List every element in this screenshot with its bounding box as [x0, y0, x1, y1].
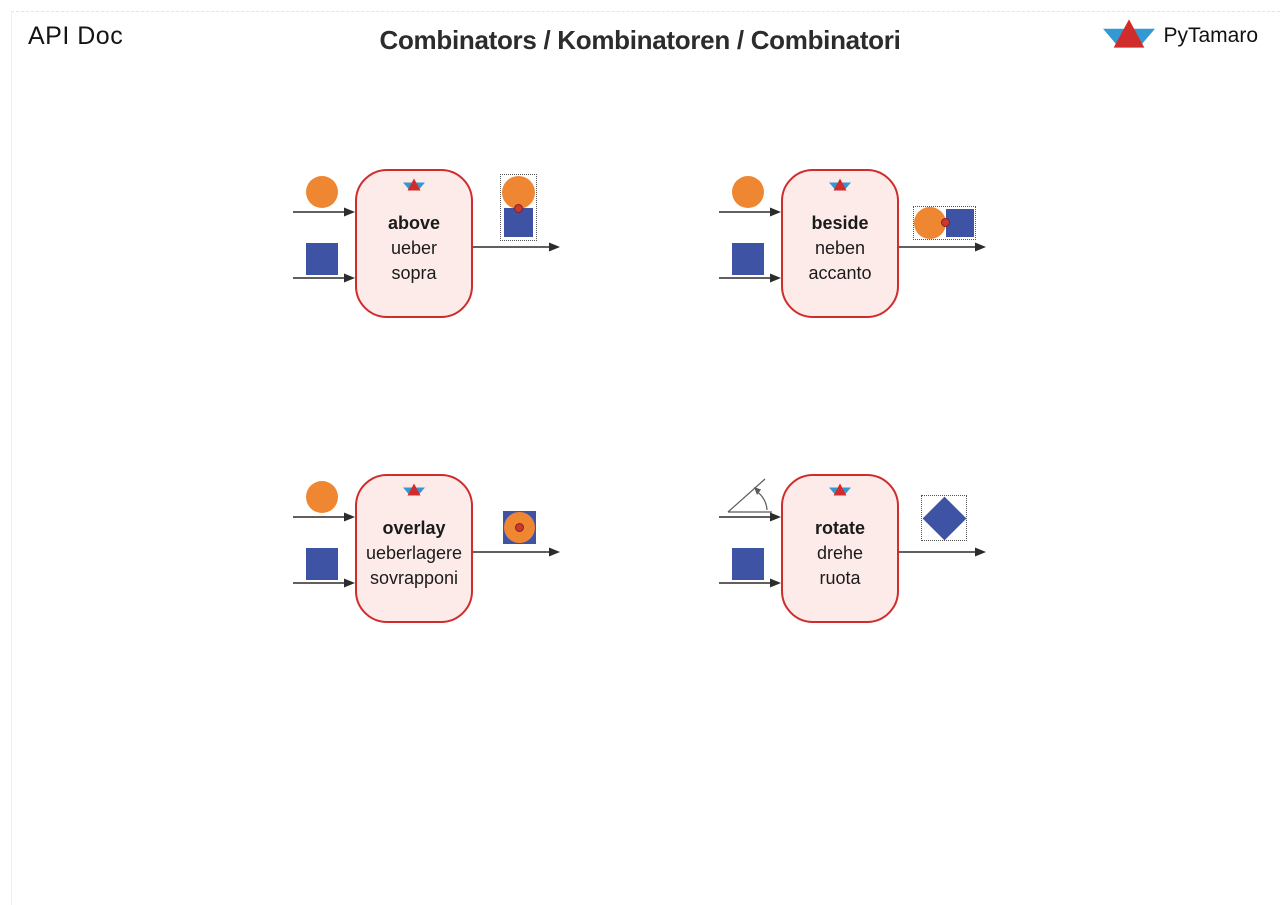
input-arrowhead-2 [770, 578, 781, 588]
input-arrowhead-1 [344, 512, 355, 522]
function-name-en: beside [811, 213, 869, 233]
page-frame [11, 11, 1280, 905]
flow-arrows [719, 478, 986, 588]
input-square [306, 548, 338, 580]
function-box-beside: beside neben accanto [781, 169, 899, 318]
function-box-overlay: overlay ueberlagere sovrapponi [355, 474, 473, 623]
page-title: Combinators / Kombinatoren / Combinatori [379, 25, 901, 55]
result-preview-overlay [503, 511, 536, 544]
brand: PyTamaro [1103, 18, 1258, 54]
angle-icon [727, 478, 772, 513]
function-box-above: above ueber sopra [355, 169, 473, 318]
pytamaro-boat-icon [1103, 18, 1156, 54]
function-box-rotate: rotate drehe ruota [781, 474, 899, 623]
output-arrowhead [549, 547, 560, 557]
input-square [732, 243, 764, 275]
pytamaro-boat-icon [403, 483, 425, 501]
input-arrowhead-1 [770, 207, 781, 217]
function-name-en: rotate [814, 518, 865, 538]
pytamaro-boat-icon [829, 178, 851, 196]
function-labels: overlay ueberlagere sovrapponi [357, 516, 471, 591]
function-name-it: accanto [808, 263, 872, 283]
pytamaro-boat-icon [403, 178, 425, 196]
function-labels: above ueber sopra [357, 211, 471, 286]
combinator-block-rotate: rotate drehe ruota [719, 465, 1009, 635]
flow-arrows [293, 207, 560, 283]
function-name-en: above [387, 213, 441, 233]
function-labels: beside neben accanto [783, 211, 897, 286]
flow-arrows [719, 207, 986, 283]
combinator-block-above: above ueber sopra [293, 160, 583, 330]
output-arrowhead [549, 242, 560, 252]
output-arrowhead [975, 242, 986, 252]
function-name-de: drehe [816, 543, 864, 563]
function-name-de: ueberlagere [365, 543, 463, 563]
input-square [732, 548, 764, 580]
result-square [946, 209, 974, 237]
combinator-block-overlay: overlay ueberlagere sovrapponi [293, 465, 583, 635]
input-arrowhead-2 [344, 273, 355, 283]
result-preview-beside [913, 206, 976, 240]
pin-point-dot [514, 204, 523, 213]
input-circle [306, 481, 338, 513]
flow-arrows [293, 512, 560, 588]
input-arrowhead-1 [770, 512, 781, 522]
input-arrowhead-2 [770, 273, 781, 283]
result-circle [502, 176, 535, 209]
pytamaro-boat-icon [829, 483, 851, 501]
combinator-block-beside: beside neben accanto [719, 160, 1009, 330]
function-name-it: sovrapponi [369, 568, 459, 588]
function-name-en: overlay [382, 518, 446, 538]
result-rotated-square [922, 496, 966, 540]
brand-name: PyTamaro [1163, 24, 1258, 47]
input-circle [306, 176, 338, 208]
pin-point-dot [515, 523, 524, 532]
doc-type-label: API Doc [28, 22, 124, 50]
pin-point-dot [941, 218, 950, 227]
function-name-it: ruota [819, 568, 861, 588]
result-preview-rotate [921, 495, 967, 541]
input-square [306, 243, 338, 275]
input-arrowhead-1 [344, 207, 355, 217]
function-name-de: ueber [390, 238, 438, 258]
result-preview-above [500, 174, 537, 241]
result-circle [914, 207, 946, 239]
function-name-it: sopra [391, 263, 437, 283]
output-arrowhead [975, 547, 986, 557]
function-name-de: neben [814, 238, 866, 258]
input-circle [732, 176, 764, 208]
angle-arc-arrowhead [754, 487, 761, 495]
function-labels: rotate drehe ruota [783, 516, 897, 591]
input-arrowhead-2 [344, 578, 355, 588]
